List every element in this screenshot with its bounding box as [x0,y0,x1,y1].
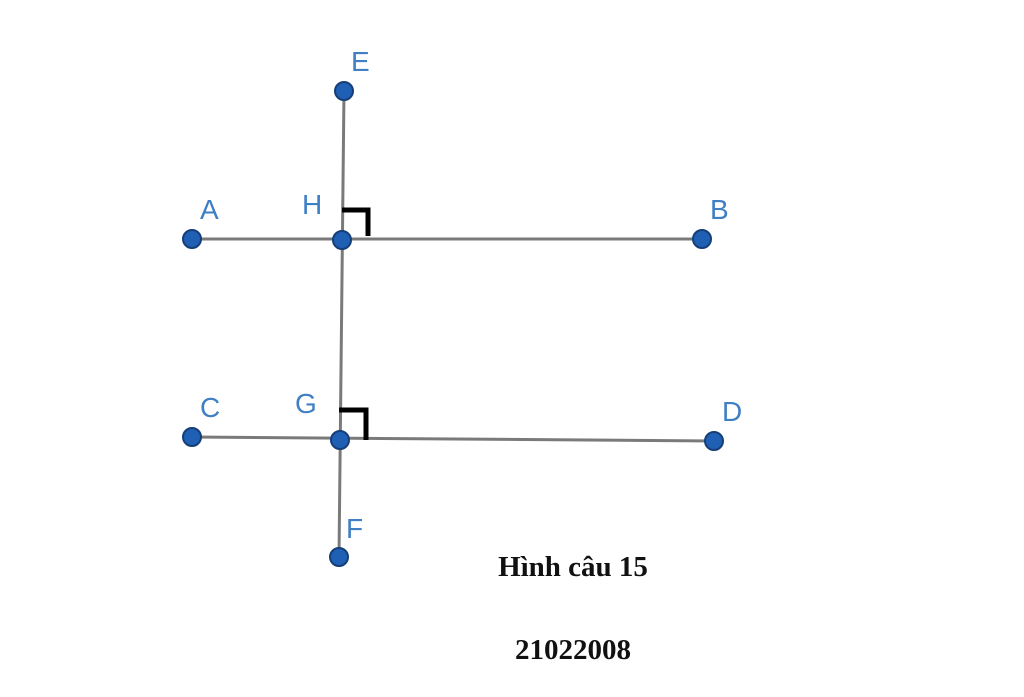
label-c: C [200,392,220,423]
label-f: F [346,513,363,544]
label-e: E [351,46,370,77]
point-d [704,431,724,451]
point-a [182,229,202,249]
right-angle-mark-g [339,407,369,440]
point-b [692,229,712,249]
label-b: B [710,194,729,225]
point-c [182,427,202,447]
segment-cd [190,435,716,443]
point-g [330,430,350,450]
segment-ef [337,89,346,559]
label-g: G [295,388,317,419]
label-a: A [200,194,219,225]
label-d: D [722,396,742,427]
figure-caption-title: Hình câu 15 [498,551,648,583]
label-h: H [302,189,322,220]
figure-caption-code: 21022008 [515,634,631,666]
point-f [329,547,349,567]
point-h [332,230,352,250]
right-angle-mark-h [342,207,371,236]
point-e [334,81,354,101]
